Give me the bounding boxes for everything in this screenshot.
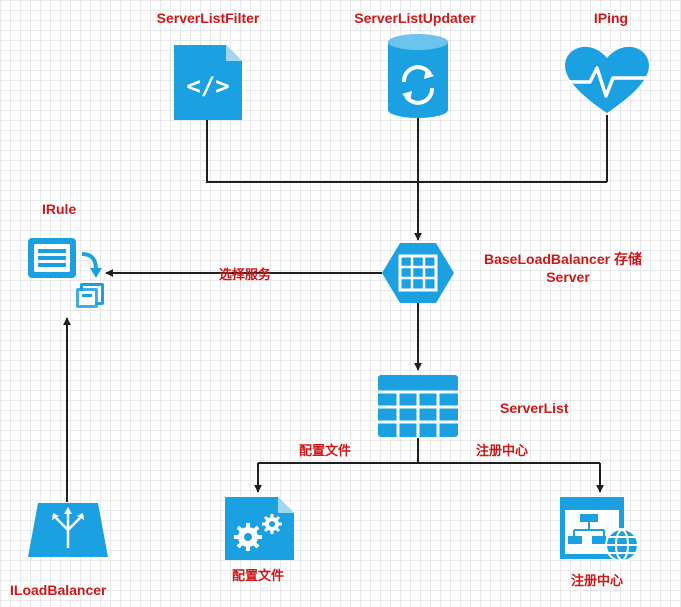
edge-label-registry: 注册中心 bbox=[476, 443, 528, 459]
server-list-updater-label: ServerListUpdater bbox=[354, 10, 476, 26]
load-balancer-icon bbox=[28, 503, 108, 557]
server-list-filter-label: ServerListFilter bbox=[157, 10, 260, 26]
connectors bbox=[63, 115, 608, 502]
edge-serverlist-split bbox=[258, 438, 600, 464]
server-list-label: ServerList bbox=[500, 400, 569, 416]
base-load-balancer-label-line1: BaseLoadBalancer 存储 bbox=[484, 251, 642, 267]
irule-label: IRule bbox=[42, 201, 76, 217]
registry-node-label: 注册中心 bbox=[571, 573, 623, 589]
rule-list-icon bbox=[28, 238, 104, 308]
code-file-icon: </> bbox=[174, 45, 242, 120]
hexagon-grid-icon bbox=[382, 243, 454, 303]
edge-filter-bus bbox=[206, 120, 607, 183]
heartbeat-icon bbox=[565, 46, 649, 113]
edge-label-config-file: 配置文件 bbox=[299, 443, 351, 459]
table-icon bbox=[378, 375, 458, 437]
sitemap-globe-icon bbox=[560, 497, 639, 562]
config-file-node-label: 配置文件 bbox=[232, 568, 284, 584]
base-load-balancer-label-line2: Server bbox=[546, 269, 590, 285]
edge-label-select-service: 选择服务 bbox=[219, 267, 272, 283]
iload-balancer-label: ILoadBalancer bbox=[10, 582, 107, 598]
gear-file-icon bbox=[225, 497, 294, 560]
sync-database-icon bbox=[388, 34, 448, 118]
iping-label: IPing bbox=[594, 10, 628, 26]
svg-text:</>: </> bbox=[186, 72, 229, 100]
